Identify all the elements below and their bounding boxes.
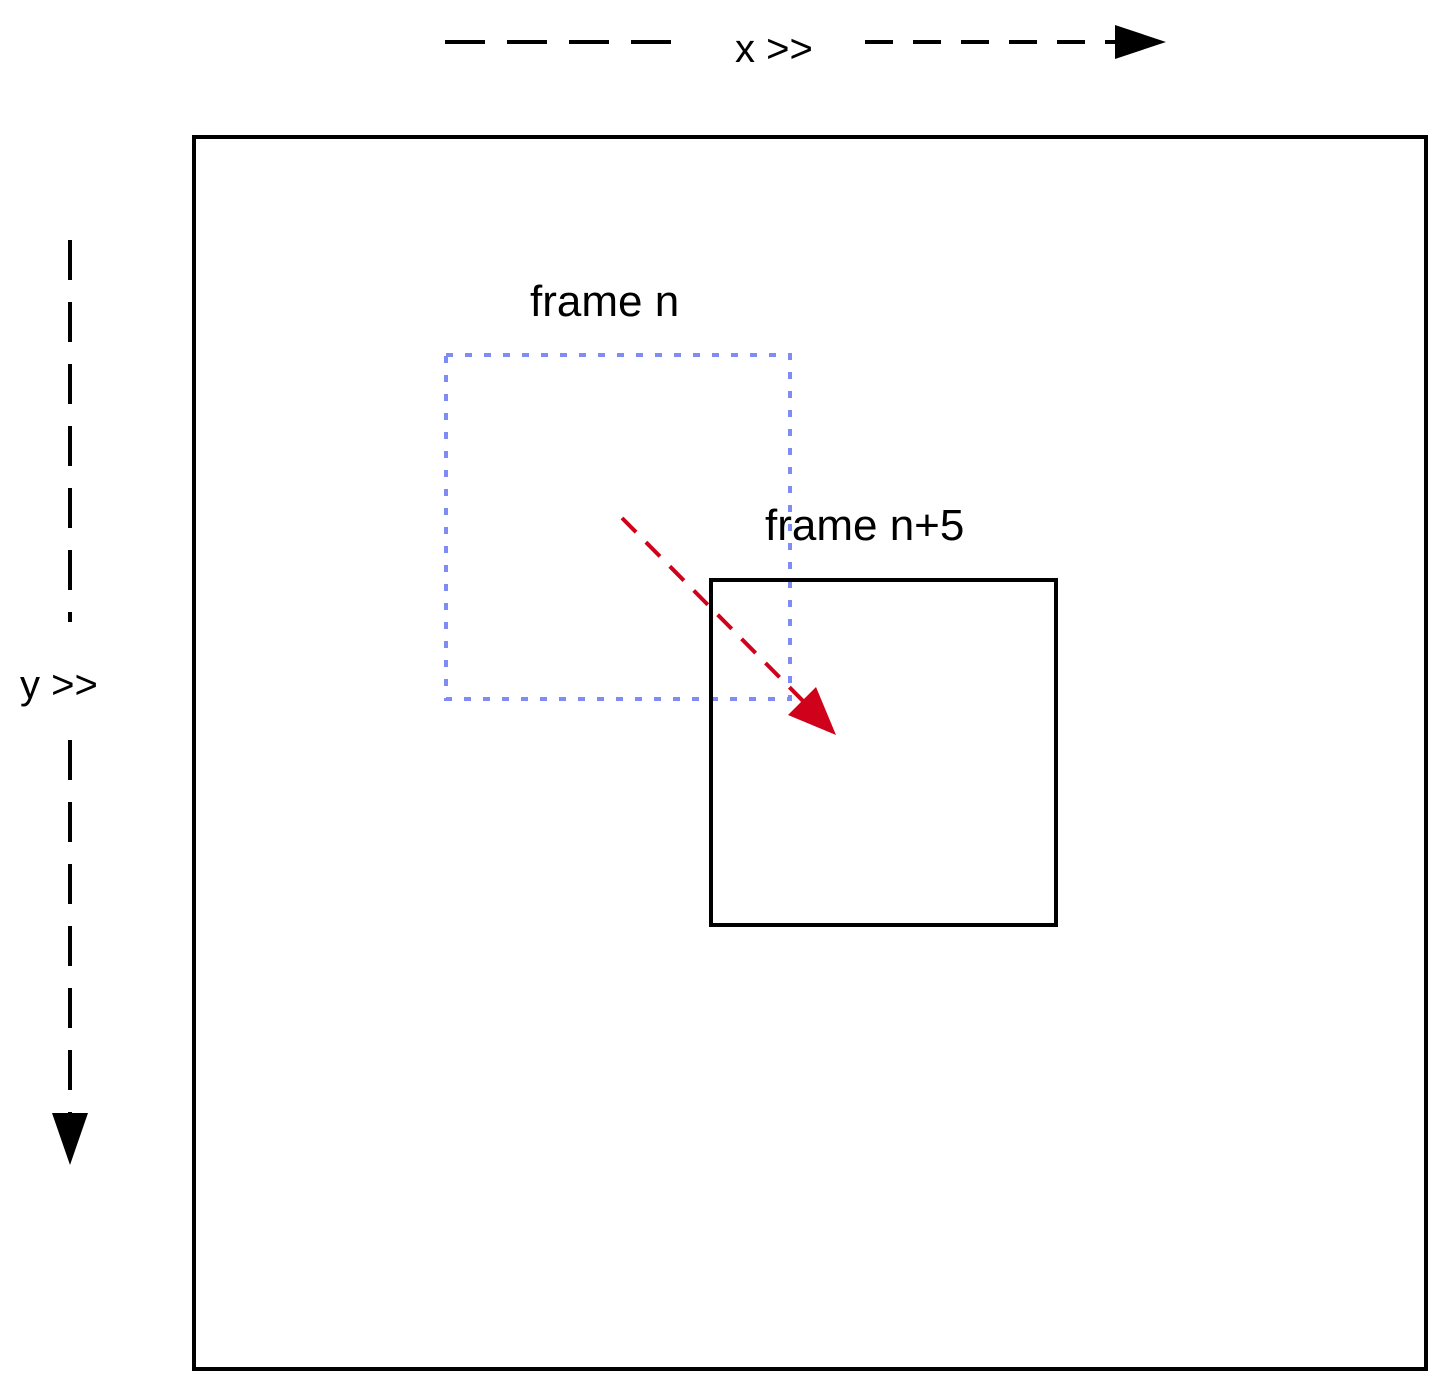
x-axis-arrow <box>445 25 1166 59</box>
frame-n-plus-5-box <box>709 578 1058 927</box>
frame-n-label: frame n <box>530 277 679 326</box>
x-axis-arrowhead-icon <box>1115 25 1166 59</box>
frame-n-plus-5-label: frame n+5 <box>765 501 964 550</box>
frame-n-box <box>444 353 792 701</box>
y-axis-label: y >> <box>20 663 98 707</box>
motion-arrow-line <box>620 516 810 708</box>
x-axis-label: x >> <box>735 27 813 71</box>
motion-arrow <box>620 516 836 735</box>
image-boundary <box>192 135 1428 1371</box>
y-axis-arrowhead-icon <box>52 1113 88 1165</box>
y-axis-arrow <box>52 240 88 1165</box>
motion-arrowhead-icon <box>788 687 836 735</box>
